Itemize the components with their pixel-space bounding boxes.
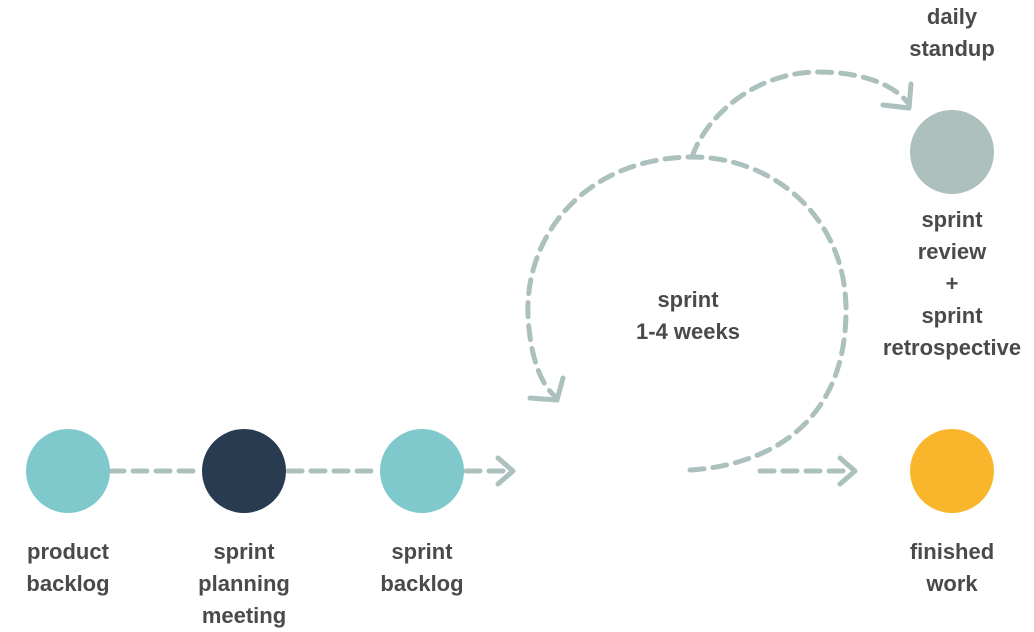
sprint-backlog-label: sprint backlog [380,536,463,600]
product-backlog-label: product backlog [26,536,109,600]
sprint-review-line: + [945,271,959,296]
standup-arrowhead-icon [880,81,914,111]
sprint-cycle-label: sprint 1-4 weeks [636,284,740,348]
sprint-cycle-line: 1-4 weeks [636,319,740,344]
sprint-backlog-line: backlog [380,571,464,596]
finished-work-label: finished work [910,536,994,600]
sprint-review-line: retrospective [882,335,1022,360]
sprint-cycle-line: sprint [657,287,719,312]
node-sprint-planning-meeting [202,429,286,513]
sprint-review-line: sprint [921,303,983,328]
sprint-planning-line: planning [198,571,290,596]
product-backlog-line: backlog [26,571,110,596]
finished-work-line: work [926,571,978,596]
node-finished-work [910,429,994,513]
sprint-backlog-line: sprint [391,539,453,564]
sprint-review-label: sprint review + sprint retrospective [883,204,1021,364]
node-sprint-backlog [380,429,464,513]
arrowhead-right-icon [495,455,516,487]
sprint-planning-label: sprint planning meeting [198,536,290,632]
finished-work-line: finished [909,539,995,564]
sprint-loop-arrow [525,154,849,473]
node-product-backlog [26,429,110,513]
daily-standup-line: daily [926,4,978,29]
node-sprint-review [910,110,994,194]
sprint-review-line: review [917,239,987,264]
loop-arrowhead-icon [527,375,566,403]
sprint-planning-line: sprint [213,539,275,564]
sprint-planning-line: meeting [201,603,287,628]
daily-standup-label: daily standup [909,1,995,65]
arrowhead-right-icon [837,455,858,487]
sprint-review-line: sprint [921,207,983,232]
daily-standup-arrow [689,69,911,160]
daily-standup-line: standup [909,36,995,61]
product-backlog-line: product [27,539,109,564]
